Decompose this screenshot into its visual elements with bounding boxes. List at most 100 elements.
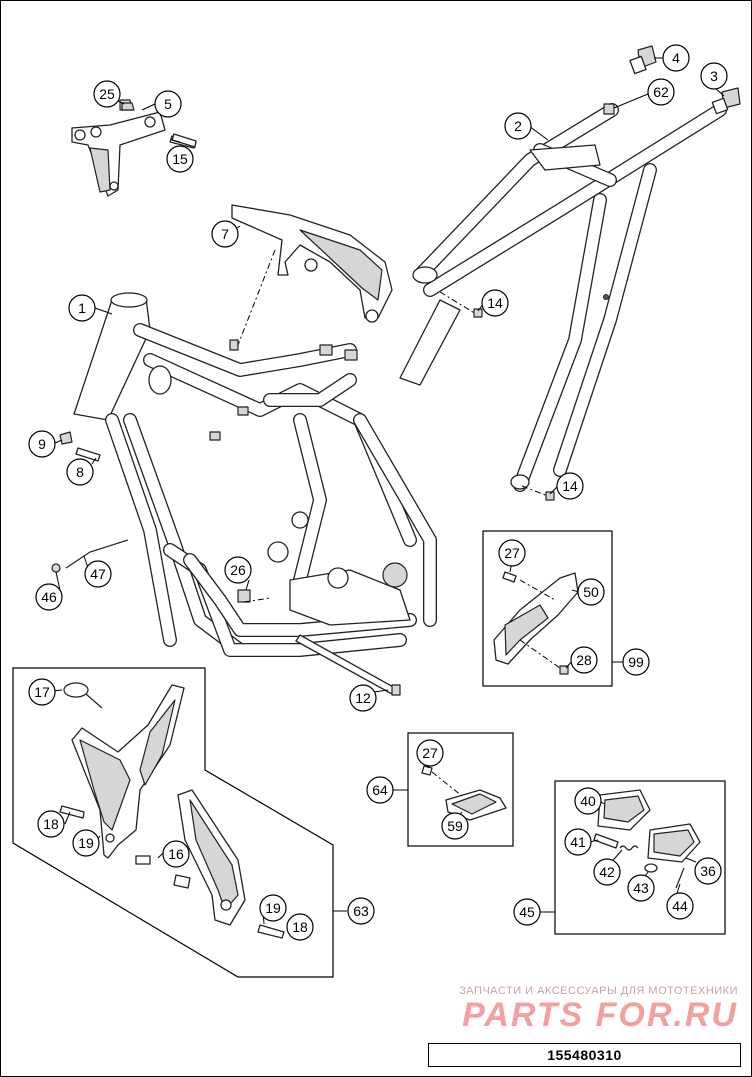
svg-text:2: 2	[514, 118, 522, 134]
svg-text:44: 44	[672, 898, 688, 914]
callout-19-left: 19	[72, 829, 100, 857]
callout-18-right: 18	[286, 913, 314, 941]
bolt-part-12	[295, 634, 401, 696]
callout-59: 59	[441, 812, 469, 840]
footrest-pin-part-41	[593, 833, 619, 849]
bolt-part-26	[237, 589, 271, 603]
svg-text:4: 4	[672, 50, 680, 66]
svg-text:14: 14	[562, 478, 578, 494]
svg-text:42: 42	[599, 864, 615, 880]
footrest-part-40	[597, 789, 651, 831]
footrest-part-36	[647, 823, 701, 863]
callout-47: 47	[84, 560, 112, 588]
svg-text:63: 63	[353, 903, 369, 919]
callout-44: 44	[666, 892, 694, 920]
svg-text:14: 14	[487, 295, 503, 311]
callout-5: 5	[154, 90, 182, 118]
skid-guard-part-7	[229, 204, 393, 351]
svg-text:1: 1	[78, 300, 86, 316]
cable-tie-part-17	[63, 682, 103, 709]
callout-15: 15	[166, 145, 194, 173]
bolt-part-14-upper	[439, 291, 483, 318]
callout-9: 9	[28, 430, 56, 458]
svg-text:9: 9	[38, 436, 46, 452]
callout-27-upper: 27	[498, 539, 526, 567]
callout-25: 25	[93, 80, 121, 108]
svg-text:64: 64	[372, 782, 388, 798]
callout-36: 36	[694, 857, 722, 885]
svg-text:18: 18	[43, 816, 59, 832]
frame-protector-left-part	[59, 684, 285, 939]
callout-7: 7	[211, 220, 239, 248]
callout-42: 42	[593, 858, 621, 886]
callout-99: 99	[622, 648, 650, 676]
callout-12: 12	[349, 684, 377, 712]
group-box-99	[482, 530, 613, 687]
svg-text:19: 19	[78, 835, 94, 851]
callout-26: 26	[224, 556, 252, 584]
nut-part-62	[603, 103, 615, 115]
callout-62: 62	[647, 78, 675, 106]
document-number-box: 155480310	[428, 1043, 741, 1067]
svg-text:40: 40	[580, 793, 596, 809]
svg-text:46: 46	[41, 589, 57, 605]
svg-text:12: 12	[355, 690, 371, 706]
svg-text:17: 17	[34, 684, 50, 700]
svg-text:16: 16	[168, 846, 184, 862]
svg-text:45: 45	[519, 904, 535, 920]
callout-14-upper: 14	[481, 289, 509, 317]
chain-guide-part-50	[493, 571, 579, 675]
subframe-part	[399, 103, 727, 492]
callout-64: 64	[366, 776, 394, 804]
callout-2: 2	[504, 112, 532, 140]
svg-text:36: 36	[700, 863, 716, 879]
svg-text:19: 19	[265, 900, 281, 916]
washer-part-43	[644, 863, 658, 873]
callout-3: 3	[700, 62, 728, 90]
cotter-pin-part-44	[675, 867, 685, 889]
callout-63: 63	[347, 897, 375, 925]
chain-slider-part-59	[421, 765, 507, 821]
svg-text:41: 41	[570, 834, 586, 850]
nut-part-25	[121, 102, 135, 111]
svg-text:18: 18	[292, 919, 308, 935]
svg-text:62: 62	[653, 84, 669, 100]
svg-text:5: 5	[164, 96, 172, 112]
svg-text:50: 50	[583, 584, 599, 600]
hose-part-47	[65, 539, 129, 569]
callout-4: 4	[662, 44, 690, 72]
watermark: ЗАПЧАСТИ И АКСЕССУАРЫ ДЛЯ МОТОТЕХНИКИ PA…	[459, 985, 738, 1033]
footrest-spring-part-42	[619, 845, 639, 851]
callout-16: 16	[162, 840, 190, 868]
nut-part-9	[59, 431, 73, 445]
bolt-part-15	[171, 133, 197, 148]
callout-43: 43	[627, 874, 655, 902]
callout-18-left: 18	[37, 810, 65, 838]
group-box-45	[554, 780, 726, 935]
svg-text:8: 8	[76, 464, 84, 480]
svg-text:27: 27	[422, 745, 438, 761]
svg-text:7: 7	[221, 226, 229, 242]
subframe-bolt-part-3	[711, 87, 741, 115]
callout-28: 28	[570, 646, 598, 674]
callout-40: 40	[574, 787, 602, 815]
bolt-part-14-lower	[521, 485, 555, 501]
callout-14-lower: 14	[556, 472, 584, 500]
svg-text:47: 47	[90, 566, 106, 582]
callout-50: 50	[577, 578, 605, 606]
svg-text:25: 25	[99, 86, 115, 102]
svg-text:3: 3	[710, 68, 718, 84]
main-frame-part	[73, 292, 437, 657]
svg-text:26: 26	[230, 562, 246, 578]
watermark-tagline: ЗАПЧАСТИ И АКСЕССУАРЫ ДЛЯ МОТОТЕХНИКИ	[459, 985, 738, 997]
document-number: 155480310	[547, 1047, 622, 1063]
callout-41: 41	[564, 828, 592, 856]
svg-text:59: 59	[447, 818, 463, 834]
svg-text:28: 28	[576, 652, 592, 668]
callout-46: 46	[35, 583, 63, 611]
bolt-part-8	[75, 447, 101, 462]
callout-17: 17	[28, 678, 56, 706]
subframe-bolt-part-4	[629, 45, 657, 75]
svg-text:15: 15	[172, 151, 188, 167]
